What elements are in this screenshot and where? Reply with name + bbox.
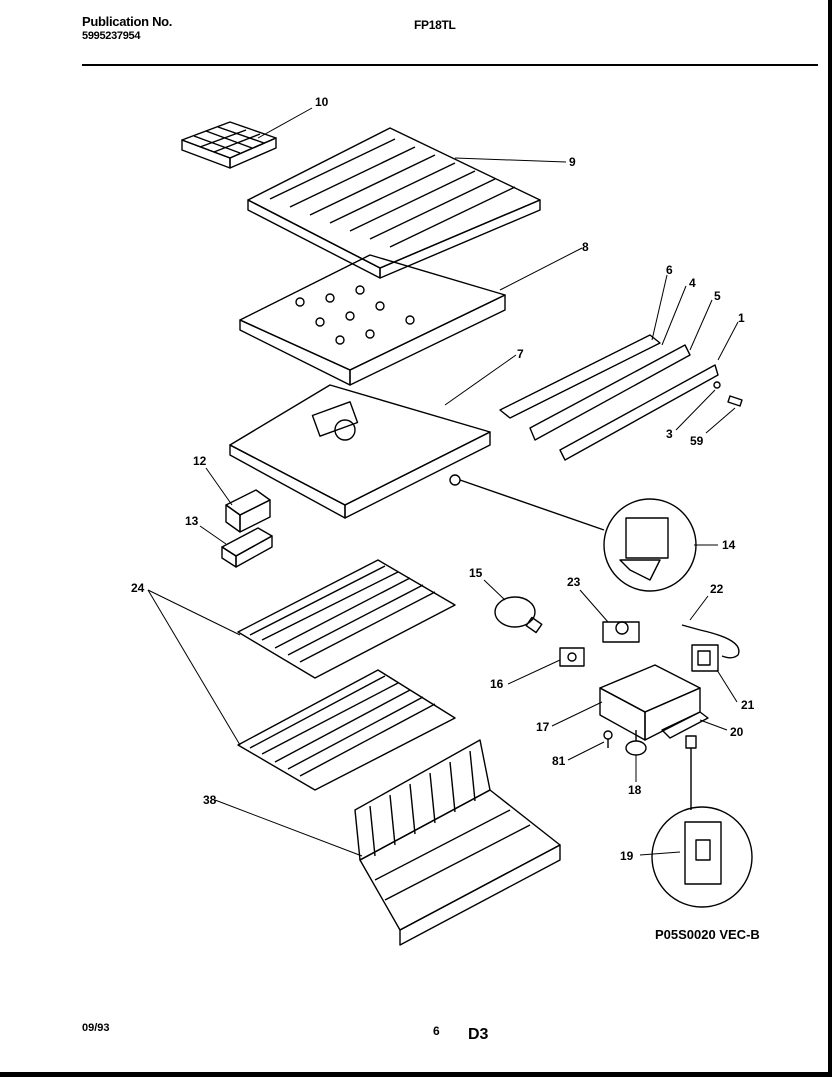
damper-detail-part [449, 474, 697, 592]
ice-tray-part [181, 121, 277, 169]
publication-label: Publication No. [82, 14, 173, 29]
callout-labels: 10 9 8 6 4 5 1 7 3 59 12 13 14 24 15 23 … [131, 95, 755, 863]
control-housing-part [599, 664, 701, 741]
thermistor-part [681, 624, 740, 659]
dairy-bin-part [221, 527, 273, 568]
shelf-rails-part [499, 334, 743, 461]
callout-15: 15 [469, 566, 483, 580]
page-border-bottom [0, 1072, 832, 1077]
callout-22: 22 [710, 582, 724, 596]
model-number: FP18TL [414, 18, 456, 32]
control-switch-part [691, 644, 719, 672]
page-number: 6 [433, 1024, 440, 1038]
callout-21: 21 [741, 698, 755, 712]
callout-23: 23 [567, 575, 581, 589]
callout-20: 20 [730, 725, 744, 739]
callout-16: 16 [490, 677, 504, 691]
callout-10: 10 [315, 95, 329, 109]
callout-14: 14 [722, 538, 736, 552]
callout-24: 24 [131, 581, 145, 595]
callout-19: 19 [620, 849, 634, 863]
callout-59: 59 [690, 434, 704, 448]
callout-18: 18 [628, 783, 642, 797]
callout-1: 1 [738, 311, 745, 325]
callout-7: 7 [517, 347, 524, 361]
divider-part [229, 384, 491, 519]
callout-17: 17 [536, 720, 550, 734]
lamp-socket-part [559, 647, 585, 667]
callout-4: 4 [689, 276, 696, 290]
diagram-reference-code: P05S0020 VEC-B [655, 927, 760, 942]
screw-part [603, 730, 613, 748]
defrost-timer-part [602, 621, 640, 643]
light-bulb-part [494, 596, 543, 634]
freezer-shelf-part [247, 127, 541, 279]
switch-detail-part [651, 735, 753, 908]
freezer-basket-part [354, 739, 561, 946]
publication-number: 5995237954 [82, 30, 141, 42]
callout-5: 5 [714, 289, 721, 303]
publication-date: 09/93 [82, 1022, 110, 1034]
wire-shelf-lower [237, 669, 456, 791]
callout-38: 38 [203, 793, 217, 807]
section-code: D3 [468, 1026, 489, 1043]
callout-8: 8 [582, 240, 589, 254]
page-border-right [828, 0, 832, 1077]
callout-12: 12 [193, 454, 207, 468]
wire-shelf-upper [237, 559, 456, 679]
callout-13: 13 [185, 514, 199, 528]
control-knob-part [625, 730, 647, 756]
header-rule [82, 64, 818, 66]
callout-6: 6 [666, 263, 673, 277]
callout-81: 81 [552, 754, 566, 768]
callout-9: 9 [569, 155, 576, 169]
callout-3: 3 [666, 427, 673, 441]
evaporator-cover-part [239, 254, 506, 386]
leader-lines [147, 107, 739, 857]
butter-bin-part [225, 489, 271, 533]
cover-strip-part [661, 711, 709, 739]
